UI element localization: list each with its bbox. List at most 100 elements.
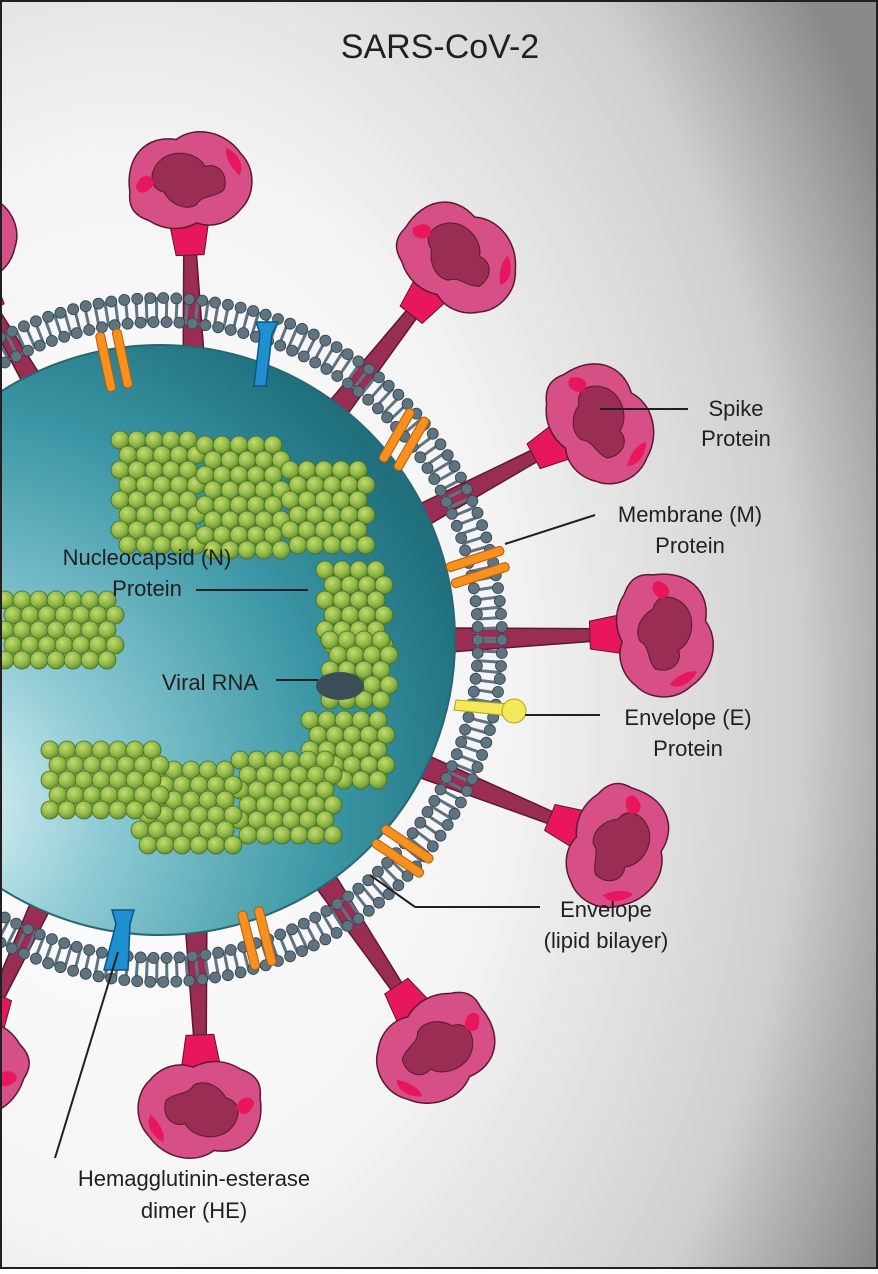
lipid-head [144,976,157,988]
lipid-head [21,344,34,357]
nucleocapsid-sphere [108,800,128,820]
diagram-title: SARS-CoV-2 [341,28,539,66]
lipid-head [221,969,234,982]
lipid-head [79,967,92,980]
spike-label-line1: Spike [708,396,763,421]
lipid-head [341,348,354,361]
nucleocapsid-sphere [351,770,371,790]
lipid-head [54,306,67,319]
nucleocapsid-sphere [376,725,396,745]
lipid-head [462,711,475,723]
lipid-head [434,484,447,497]
lipid-head [480,736,493,749]
lipid-head [319,334,332,347]
nucleocapsid-sphere [223,805,243,825]
lipid-head [480,531,493,544]
lipid-head [183,974,196,987]
nucleocapsid-sphere [80,650,100,670]
nucleocapsid-sphere [339,535,359,555]
nucleocapsid-sphere [289,825,309,845]
lipid-head [392,388,405,401]
lipid-head [307,328,320,341]
lipid-head [426,840,439,853]
nucleocapsid-sphere [189,835,209,855]
envelope-label-line2: (lipid bilayer) [544,928,669,953]
nucleocapsid-sphere [105,605,125,625]
he-label-line1: Hemagglutinin-esterase [78,1166,310,1191]
membrane-protein-label: Membrane (M) Protein [618,502,762,558]
nucleocapsid-sphere [263,495,283,515]
lipid-head [118,974,131,986]
lipid-head [492,582,504,594]
envelope-e-label-line1: Envelope (E) [624,705,751,730]
lipid-head [196,973,209,986]
he-label: Hemagglutinin-esterase dimer (HE) [78,1166,310,1223]
lipid-head [131,975,144,988]
lipid-head [362,363,375,376]
nucleocapsid-sphere [237,540,257,560]
envelope-e-protein [453,698,527,724]
lipid-head [297,917,310,930]
lipid-head [10,350,23,363]
lipid-head [173,316,186,329]
lipid-head [42,957,54,970]
lipid-head [495,608,507,620]
lipid-head [70,941,83,953]
nucleocapsid-sphere [172,835,192,855]
lipid-head [492,686,504,698]
lipid-head [454,471,467,484]
nucleocapsid-sphere [379,675,399,695]
nucleocapsid-sphere [29,650,49,670]
lipid-head [30,315,42,328]
lipid-head [83,324,96,336]
lipid-head [496,634,508,646]
nucleocapsid-sphere [178,490,198,510]
nucleocapsid-sphere [371,660,391,680]
lipid-head [341,920,354,932]
lipid-head [6,325,18,338]
nucleocapsid-sphere [223,775,243,795]
nucleocapsid-sphere [150,785,170,805]
lipid-head [455,736,468,748]
he-proteins [103,321,280,971]
lipid-head [92,970,105,983]
lipid-head [284,317,297,330]
nucleocapsid-sphere [379,645,399,665]
lipid-head [381,856,394,869]
nucleocapsid-sphere [105,635,125,655]
lipid-head [79,300,92,313]
lipid-head [58,937,71,950]
envelope-label: Envelope (lipid bilayer) [544,897,669,953]
lipid-head [307,939,320,952]
lipid-head [414,451,427,464]
lipid-head [297,350,310,363]
lipid-head [286,923,299,936]
nucleocapsid-sphere [215,760,235,780]
lipid-head [428,473,441,486]
nucleocapsid-sphere [348,490,368,510]
lipid-head [92,297,105,310]
nucleocapsid-sphere [323,795,343,815]
lipid-head [96,946,108,959]
lipid-head [441,449,454,462]
nucleocapsid-sphere [215,820,235,840]
lipid-head [96,321,108,334]
lipid-head [467,582,480,595]
lipid-head [455,532,468,544]
nucleocapsid-sphere [46,650,66,670]
lipid-head [460,483,473,496]
lipid-head [209,296,222,309]
nucleocapsid-sphere [178,520,198,540]
lipid-head [472,634,484,646]
lipid-head [434,829,447,842]
nucleocapsid-sphere [125,800,145,820]
lipid-head [421,462,434,475]
lipid-head [440,772,453,784]
lipid-head [234,301,247,314]
lipid-head [170,292,183,305]
nucleocapsid-sphere [306,825,326,845]
lipid-head [320,363,333,375]
viral-rna-label: Viral RNA [162,670,259,695]
